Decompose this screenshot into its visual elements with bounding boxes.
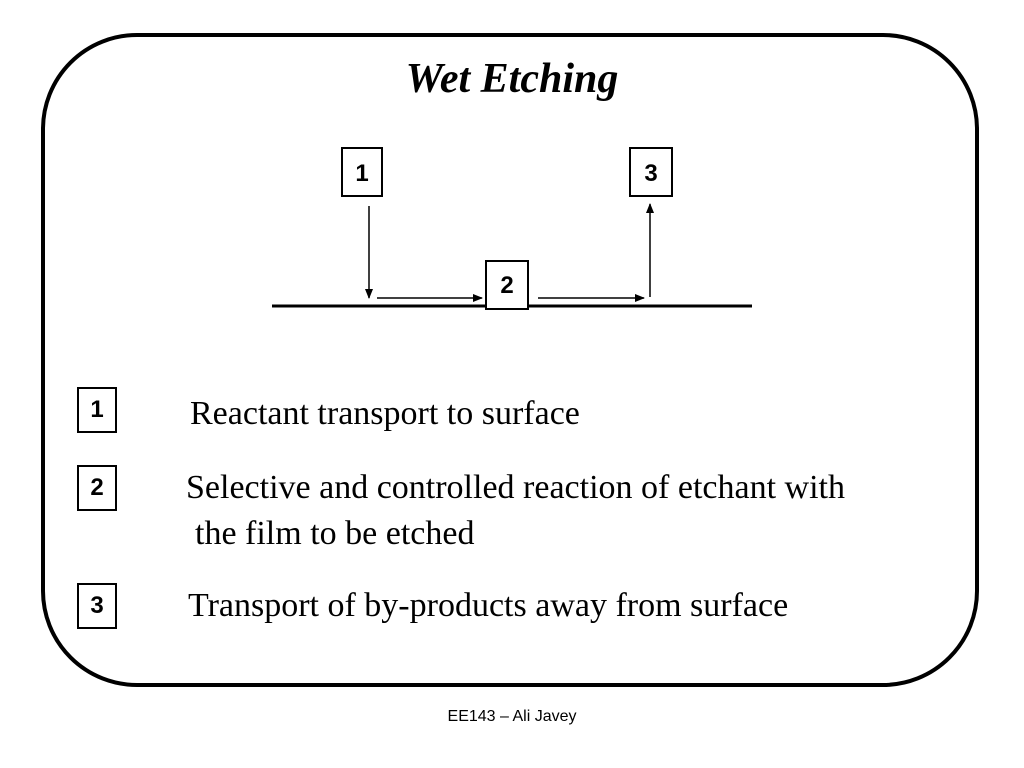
step-2-text-line1: Selective and controlled reaction of etc… bbox=[186, 469, 845, 506]
slide-footer: EE143 – Ali Javey bbox=[447, 708, 577, 725]
step-3-badge: 3 bbox=[77, 583, 117, 629]
slide-frame bbox=[41, 33, 979, 687]
diagram-marker-1-label: 1 bbox=[355, 160, 368, 187]
diagram-marker-2-box bbox=[485, 260, 529, 310]
step-1-badge: 1 bbox=[77, 387, 117, 433]
step-3-text: Transport of by-products away from surfa… bbox=[188, 587, 789, 624]
step-2-badge: 2 bbox=[77, 465, 117, 511]
diagram-marker-2-label: 2 bbox=[500, 272, 513, 299]
step-2-text-line2: the film to be etched bbox=[195, 515, 475, 552]
diagram-marker-3-label: 3 bbox=[644, 160, 657, 187]
slide-title: Wet Etching bbox=[405, 56, 619, 102]
diagram-marker-1-box bbox=[341, 147, 383, 197]
diagram-marker-3-box bbox=[629, 147, 673, 197]
step-1-text: Reactant transport to surface bbox=[190, 395, 580, 432]
